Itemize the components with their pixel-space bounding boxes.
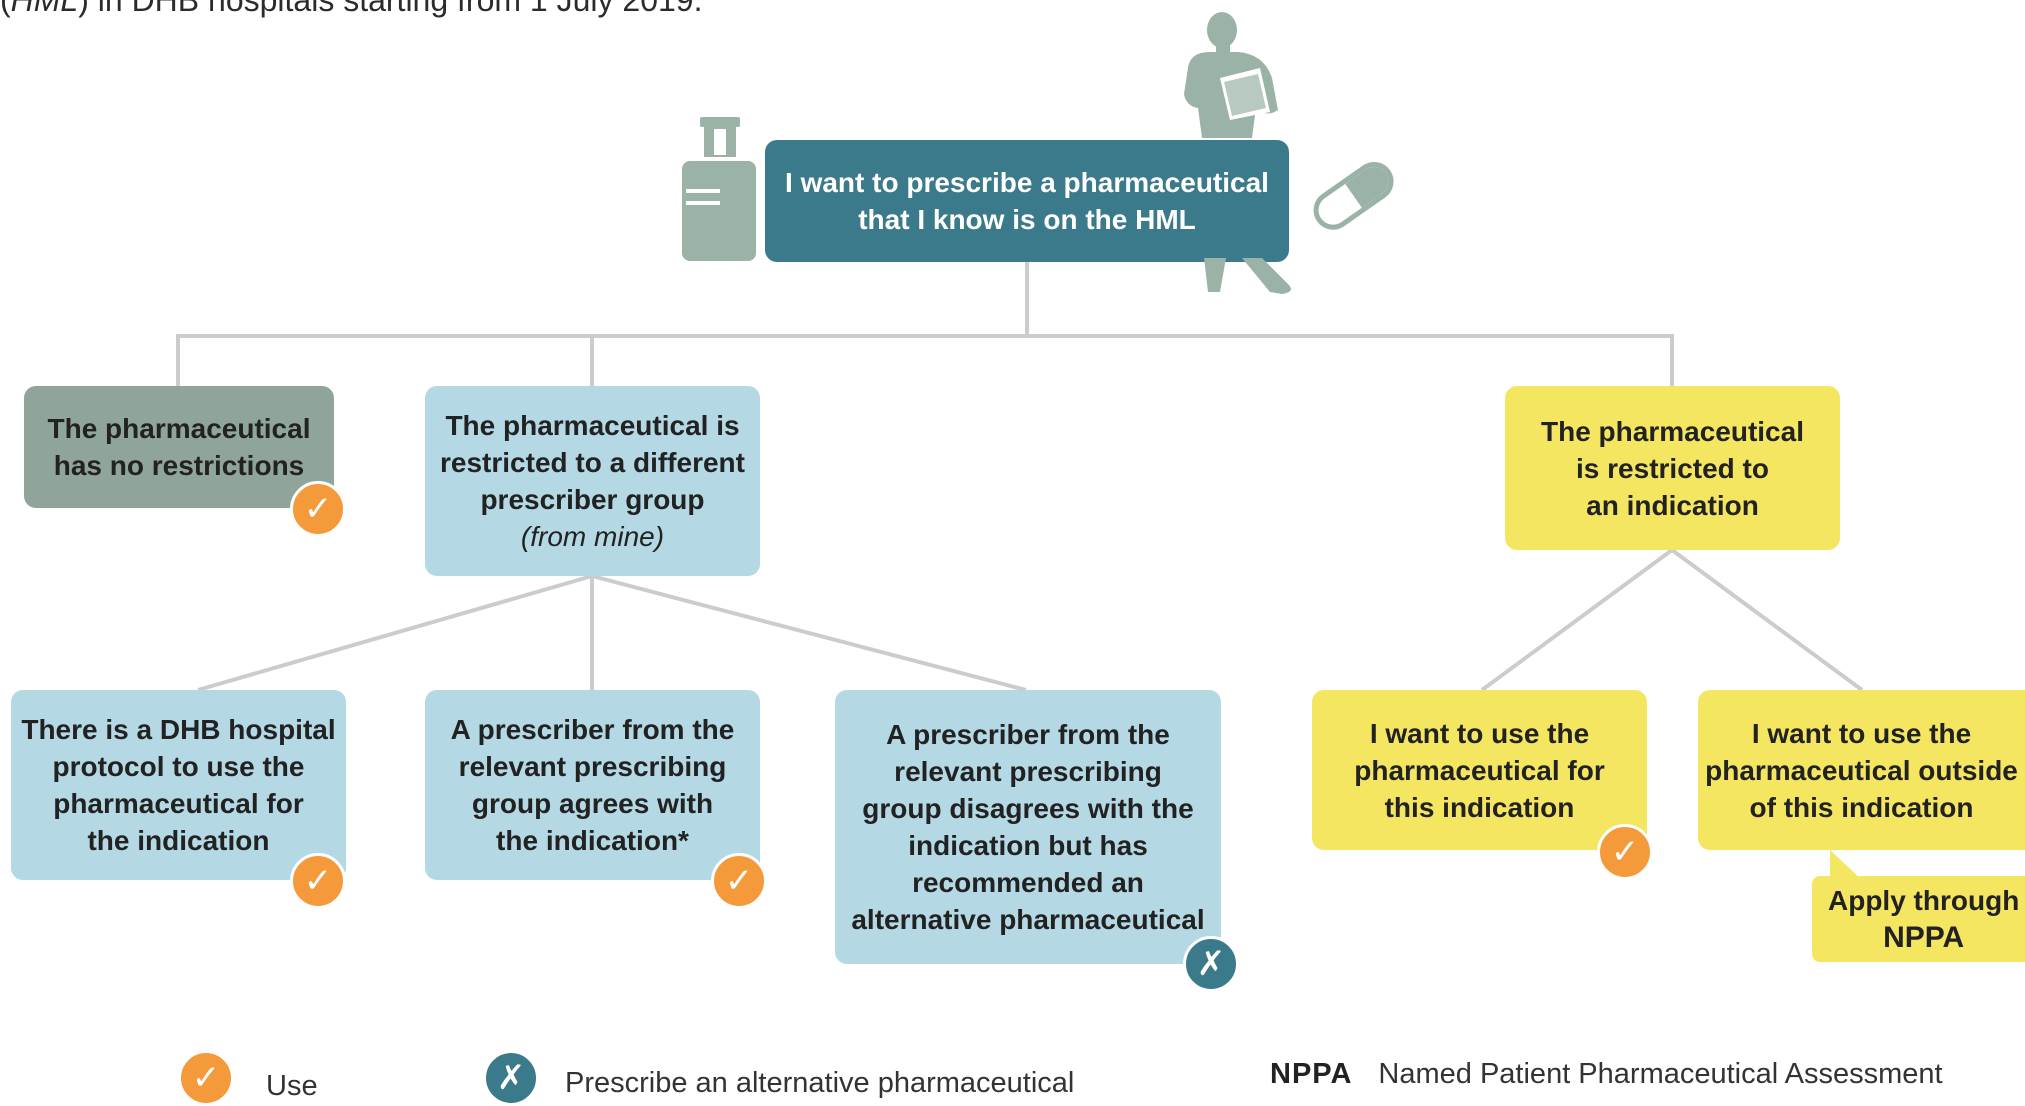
prescriber-agrees-text: A prescriber from the relevant prescribi… (450, 714, 735, 856)
callout-pointer (1830, 850, 1862, 880)
different-group-subtext: (from mine) (520, 521, 665, 552)
doctor-silhouette-icon (1184, 12, 1278, 138)
use-outside-indication-text: I want to use the pharmaceutical outside… (1705, 717, 2018, 823)
connector-use-outside (1670, 548, 1864, 692)
prescriber-disagrees-box: A prescriber from the relevant prescribi… (835, 690, 1221, 964)
prescriber-agrees-box: A prescriber from the relevant prescribi… (425, 690, 760, 880)
connector-use-for (1480, 548, 1674, 692)
restricted-indication-box: The pharmaceutical is restricted to an i… (1505, 386, 1840, 550)
different-group-text: The pharmaceutical is restricted to a di… (440, 410, 745, 515)
use-outside-indication-box: I want to use the pharmaceutical outside… (1698, 690, 2025, 850)
check-icon: ✓ (711, 853, 767, 909)
no-restrictions-text: The pharmaceutical has no restrictions (47, 413, 311, 481)
legend-nppa-label: Named Patient Pharmaceutical Assessment (1378, 1058, 1943, 1090)
legend-nppa-abbr: NPPA (1270, 1058, 1353, 1090)
root-question-box: I want to prescribe a pharmaceutical tha… (765, 140, 1289, 262)
check-icon: ✓ (290, 481, 346, 537)
legend-use-label: Use (266, 1069, 318, 1102)
apply-through-text: Apply through (1828, 885, 2020, 916)
check-icon: ✓ (178, 1050, 234, 1106)
doctor-legs-icon (1204, 258, 1291, 294)
prescriber-disagrees-text: A prescriber from the relevant prescribi… (851, 719, 1205, 935)
top-caption: (HML) in DHB hospitals starting from 1 J… (0, 0, 703, 18)
legend-alternative-label: Prescribe an alternative pharmaceutical (565, 1066, 1075, 1099)
use-for-indication-box: I want to use the pharmaceutical for thi… (1312, 690, 1647, 850)
cross-icon: ✗ (483, 1050, 539, 1106)
connector-disagrees (591, 574, 1027, 692)
hospital-protocol-box: There is a DHB hospital protocol to use … (11, 690, 346, 880)
medicine-bottle-icon (682, 117, 756, 261)
cross-icon: ✗ (1183, 936, 1239, 992)
different-prescriber-group-box: The pharmaceutical is restricted to a di… (425, 386, 760, 576)
root-question-text: I want to prescribe a pharmaceutical tha… (785, 167, 1269, 235)
apply-nppa-text: NPPA (1883, 921, 1965, 954)
apply-nppa-callout: Apply through NPPA (1812, 876, 2025, 962)
use-for-indication-text: I want to use the pharmaceutical for thi… (1354, 717, 1605, 823)
legend-alternative: ✗ Prescribe an alternative pharmaceutica… (483, 1050, 1074, 1106)
legend-use: ✓ Use (178, 1050, 318, 1106)
hospital-protocol-text: There is a DHB hospital protocol to use … (21, 714, 336, 856)
connector-protocol (197, 574, 593, 692)
check-icon: ✓ (1597, 824, 1653, 880)
restricted-indication-text: The pharmaceutical is restricted to an i… (1541, 415, 1804, 521)
check-icon: ✓ (290, 853, 346, 909)
legend-nppa: NPPA Named Patient Pharmaceutical Assess… (1270, 1058, 1943, 1091)
capsule-pills-icon (1313, 161, 1394, 230)
no-restrictions-box: The pharmaceutical has no restrictions (24, 386, 334, 508)
